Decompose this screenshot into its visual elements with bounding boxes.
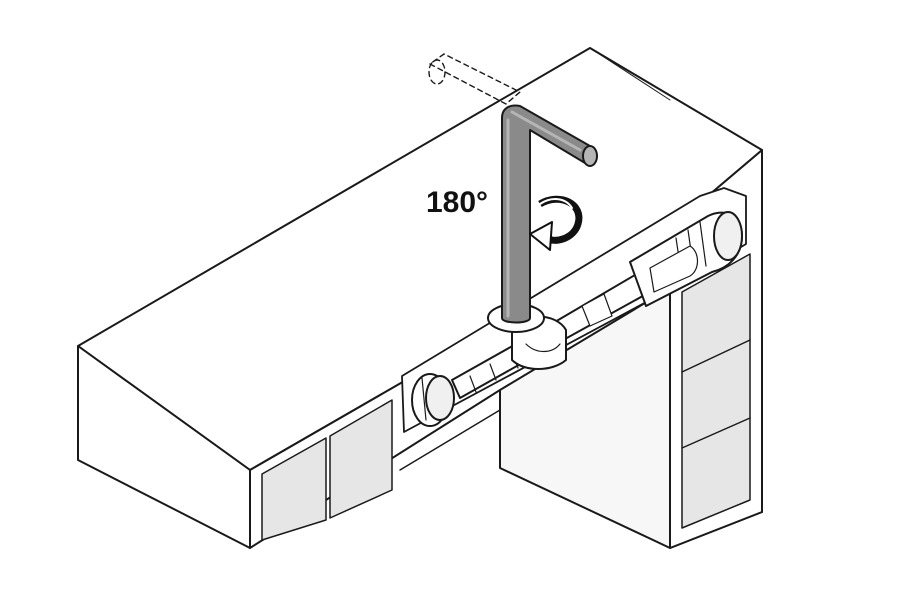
key-ghost-position <box>428 53 521 105</box>
hex-key-icon <box>501 104 598 324</box>
rotation-angle-label: 180° <box>426 186 489 219</box>
front-face-panels <box>261 399 501 541</box>
connector-channel <box>401 187 747 433</box>
rotate-arrow-icon <box>529 195 583 251</box>
